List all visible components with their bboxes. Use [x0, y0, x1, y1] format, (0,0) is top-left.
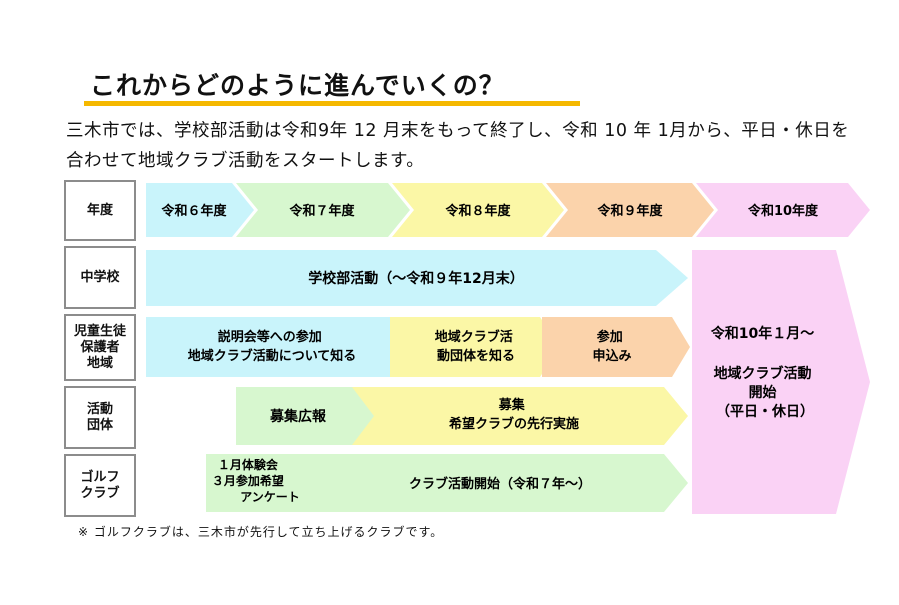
row-label-middle-school: 中学校: [64, 246, 136, 309]
row-label-organizations: 活動 団体: [64, 386, 136, 449]
organizations-recruit-line-2: 希望クラブの先行実施: [449, 416, 579, 432]
year-label-3: 令和８年度: [445, 203, 511, 219]
golf-trial-line-1: １月体験会: [218, 457, 279, 472]
organizations-arrow-1: [236, 387, 376, 445]
students-arrow-2: [390, 317, 560, 377]
students-step1-line-1: 説明会等への参加: [218, 329, 322, 345]
row-label-year-text: 年度: [86, 202, 113, 218]
students-step1-line-2: 地域クラブ活動について知る: [188, 348, 357, 364]
students-step2-line-2: 動団体を知る: [437, 348, 515, 364]
title-underline: [84, 101, 580, 106]
golf-trial-line-2: ３月参加希望: [212, 473, 284, 488]
golf-arrow-2: [310, 454, 688, 512]
row-label-students: 児童生徒 保護者 地域: [64, 314, 136, 381]
final-line-1: 令和10年１月～: [710, 325, 814, 342]
students-step3-line-1: 参加: [597, 329, 623, 345]
students-step3-text: 参加 申込み: [592, 329, 631, 364]
final-line-4: （平日・休日）: [716, 403, 814, 420]
year-label-2: 令和７年度: [289, 203, 355, 219]
row-label-golf-club-text: ゴルフ クラブ: [80, 469, 120, 501]
final-line-3: 開始: [749, 384, 777, 401]
year-chevron-2: [236, 183, 410, 237]
intro-text: 三木市では、学校部活動は令和9年 12 月末をもって終了し、令和 10 年 1月…: [66, 121, 850, 171]
final-line-2: 地域クラブ活動: [714, 365, 812, 382]
year-chevron-5: [696, 183, 870, 237]
final-text: 令和10年１月～ 地域クラブ活動 開始 （平日・休日）: [710, 325, 819, 420]
students-step2-text: 地域クラブ活 動団体を知る: [435, 329, 518, 364]
row-label-year: 年度: [64, 180, 136, 241]
students-step1-text: 説明会等への参加 地域クラブ活動について知る: [188, 329, 357, 364]
row-label-golf-club: ゴルフ クラブ: [64, 454, 136, 517]
golf-trial-line-3: アンケート: [240, 490, 300, 504]
year-chevron-3: [392, 183, 564, 237]
page-title: これからどのように進んでいくの？: [90, 71, 505, 100]
students-step2-line-1: 地域クラブ活: [435, 329, 513, 345]
middle-school-arrow: [146, 250, 688, 306]
golf-trial-text: １月体験会 ３月参加希望 アンケート: [212, 457, 300, 504]
organizations-arrow-2: [352, 387, 688, 445]
row-label-middle-school-text: 中学校: [80, 269, 120, 285]
year-label-1: 令和６年度: [161, 203, 227, 219]
students-step3-line-2: 申込み: [592, 348, 631, 364]
final-arrow: [692, 250, 870, 514]
year-label-4: 令和９年度: [597, 203, 663, 219]
organizations-recruit-text: 募集 希望クラブの先行実施: [449, 397, 579, 432]
golf-start-text: クラブ活動開始（令和７年～）: [409, 476, 591, 492]
year-label-5: 令和10年度: [748, 203, 819, 219]
year-chevron-1: [146, 183, 254, 237]
footnote: ※ ゴルフクラブは、三木市が先行して立ち上げるクラブです。: [78, 525, 444, 539]
row-label-organizations-text: 活動 団体: [86, 401, 113, 433]
students-arrow-1: [146, 317, 412, 377]
students-arrow-3: [542, 317, 690, 377]
row-label-students-text: 児童生徒 保護者 地域: [73, 323, 126, 371]
golf-arrow-1: [206, 454, 336, 512]
year-chevron-4: [546, 183, 714, 237]
organizations-recruit-line-1: 募集: [498, 397, 526, 413]
middle-school-text: 学校部活動（～令和９年12月末）: [308, 270, 523, 287]
organizations-recruit-ad-text: 募集広報: [269, 408, 327, 425]
